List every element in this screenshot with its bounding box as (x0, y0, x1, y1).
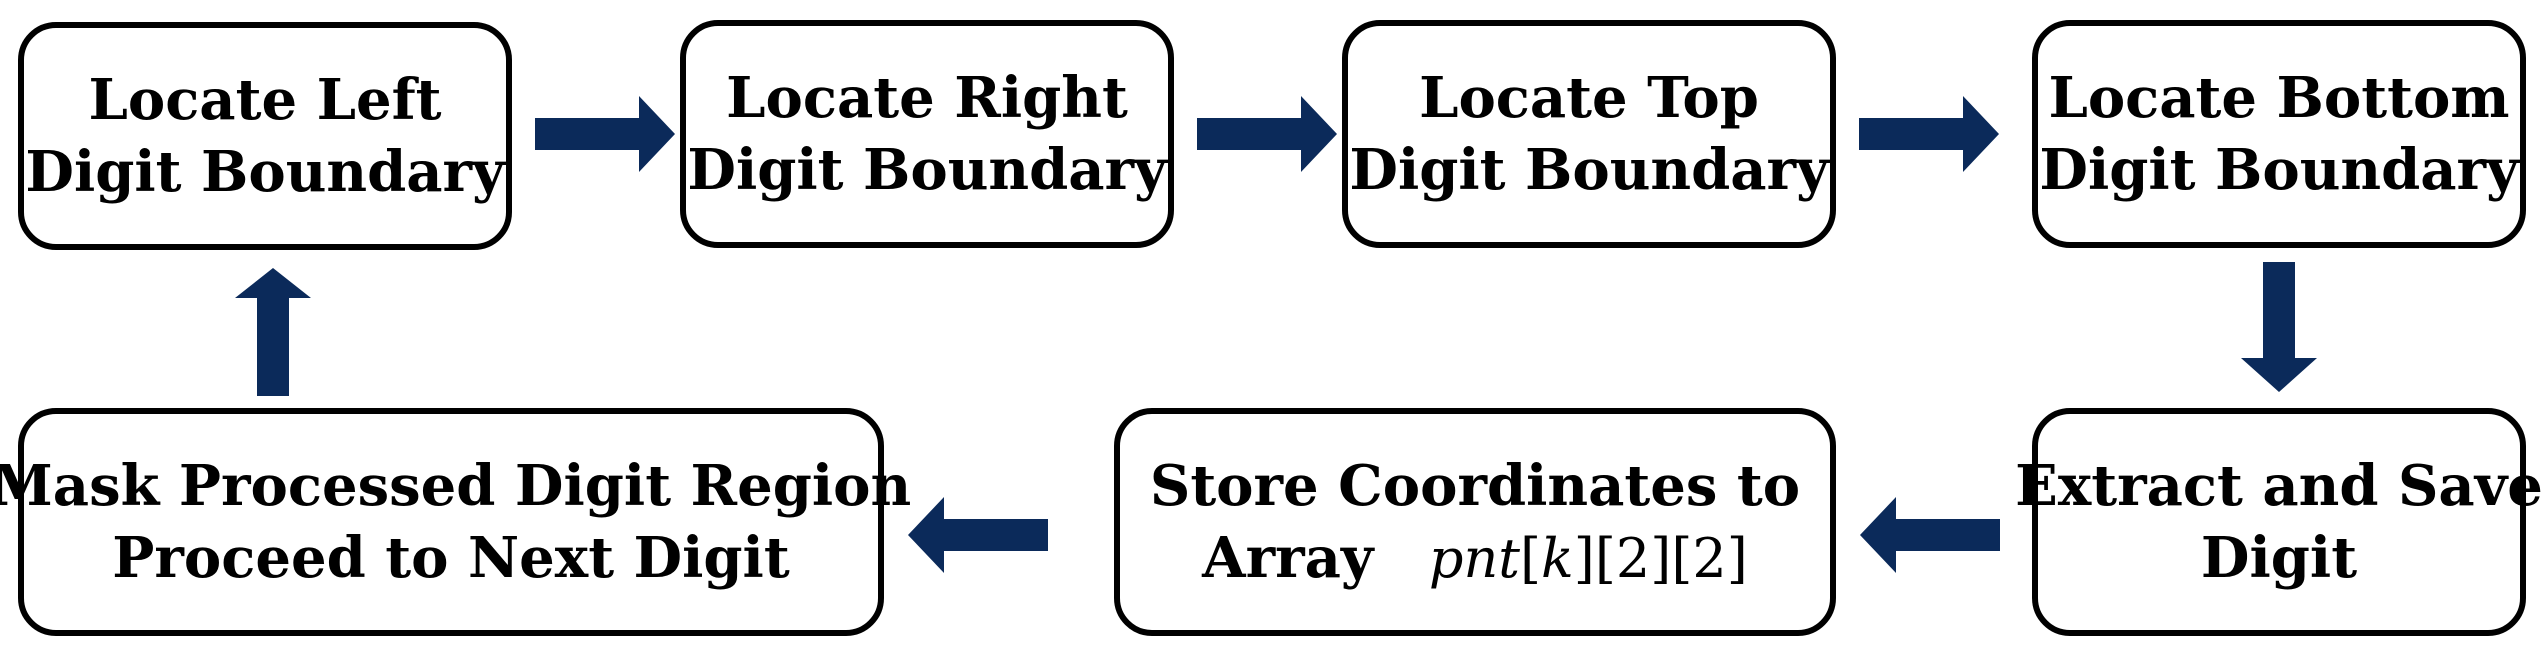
array-bracket-open: [ (1519, 526, 1542, 590)
arrow-up-icon (235, 268, 311, 396)
box-extract-save-line2: Digit (2200, 525, 2358, 591)
box-locate-top-line2: Digit Boundary (1349, 137, 1829, 203)
box-locate-left: Locate Left Digit Boundary (18, 22, 512, 250)
arrow-right-icon (1197, 96, 1337, 172)
arrow-mask-to-left (235, 268, 311, 396)
arrow-down-icon (2241, 262, 2317, 392)
box-locate-left-line2: Digit Boundary (25, 139, 505, 205)
arrow-left-to-right (535, 96, 675, 172)
arrow-left-icon (908, 497, 1048, 573)
box-locate-top-line1: Locate Top (1419, 65, 1759, 131)
array-dimensions: ][2][2] (1573, 526, 1748, 590)
box-locate-left-line1: Locate Left (88, 67, 442, 133)
arrow-right-icon (1859, 96, 1999, 172)
arrow-right-icon (535, 96, 675, 172)
arrow-left-icon (1860, 497, 2000, 573)
box-locate-bottom: Locate Bottom Digit Boundary (2032, 20, 2526, 248)
box-locate-right: Locate Right Digit Boundary (680, 20, 1174, 248)
box-mask-proceed-line1: Mask Processed Digit Region (0, 453, 912, 519)
box-extract-save: Extract and Save Digit (2015, 408, 2543, 636)
box-store-coordinates-array-label: Array (1202, 524, 1374, 591)
arrow-bottom-to-extract (2241, 262, 2317, 392)
arrow-right-to-top (1197, 96, 1337, 172)
box-store-coordinates: Store Coordinates to Array pnt[k][2][2] (1114, 408, 1836, 636)
arrow-extract-to-store (1860, 497, 2000, 573)
box-locate-right-line2: Digit Boundary (687, 137, 1167, 203)
box-mask-proceed: Mask Processed Digit Region Proceed to N… (0, 408, 911, 636)
box-extract-save-line1: Extract and Save (2015, 453, 2543, 519)
box-mask-proceed-line2: Proceed to Next Digit (112, 525, 790, 591)
box-store-coordinates-line1: Store Coordinates to (1149, 452, 1801, 519)
array-var-pnt: pnt (1428, 526, 1520, 590)
arrow-store-to-mask (908, 497, 1048, 573)
box-locate-bottom-line1: Locate Bottom (2048, 65, 2510, 131)
box-store-coordinates-line2: Array pnt[k][2][2] (1202, 522, 1748, 595)
array-var-k: k (1541, 526, 1574, 590)
arrow-top-to-bottom (1859, 96, 1999, 172)
box-locate-top: Locate Top Digit Boundary (1342, 20, 1836, 248)
array-notation: pnt[k][2][2] (1429, 527, 1748, 590)
box-locate-right-line1: Locate Right (726, 65, 1128, 131)
box-locate-bottom-line2: Digit Boundary (2039, 137, 2519, 203)
